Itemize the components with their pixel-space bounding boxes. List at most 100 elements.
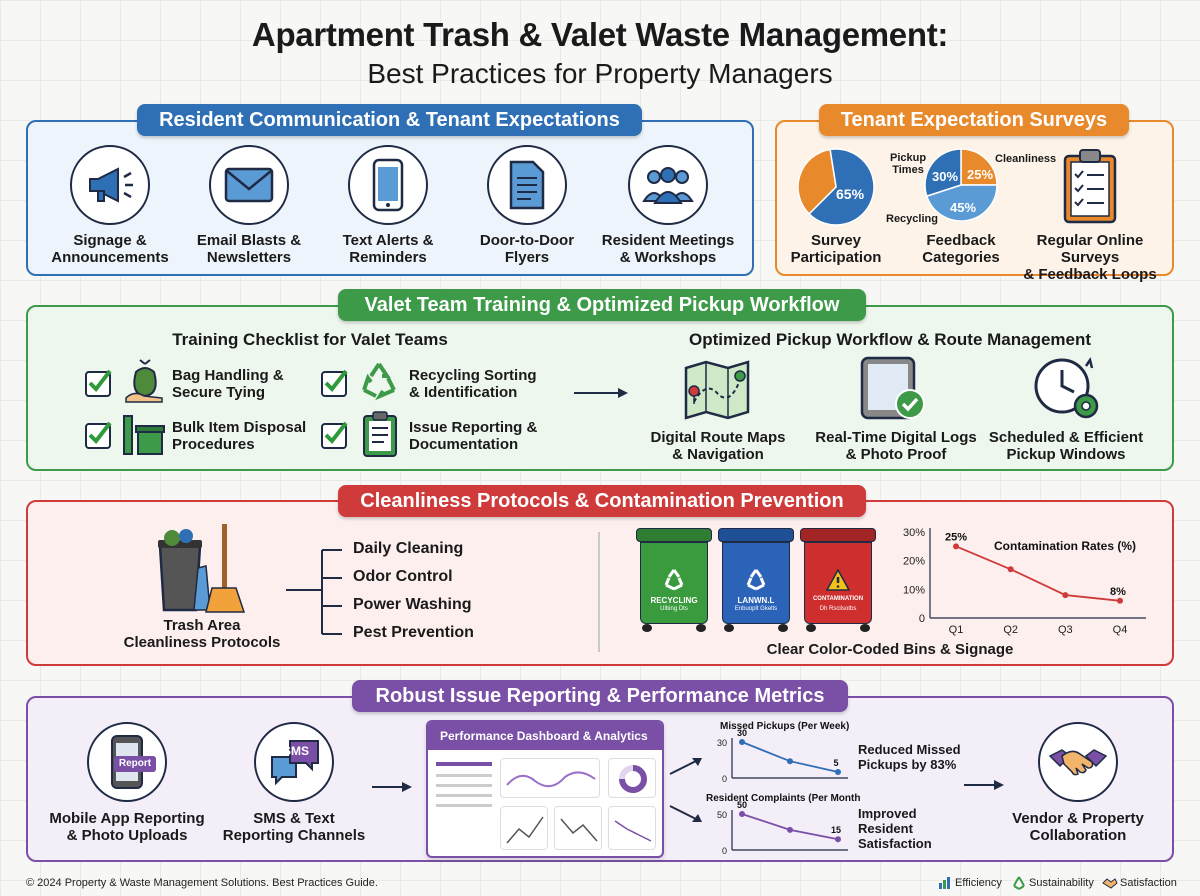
smartphone-icon <box>348 145 428 225</box>
y-tick-label: 30% <box>903 527 925 539</box>
cleanliness-panel <box>26 500 1174 666</box>
sms-badge: SMS <box>283 744 310 758</box>
checklist-bulk-label: Bulk Item Disposal Procedures <box>172 419 307 453</box>
clipboard-icon <box>362 410 398 458</box>
chart-title: Missed Pickups (Per Week) <box>720 721 849 732</box>
meetings-label: Resident Meetings & Workshops <box>601 232 735 266</box>
feedback-slice-cleanliness-name: Cleanliness <box>995 153 1057 165</box>
pie-slice <box>924 148 962 198</box>
data-point <box>1007 566 1014 573</box>
contamination-bin: CONTAMINATION Dh Rsclisotbs <box>800 528 876 632</box>
data-point <box>953 543 959 550</box>
warning-icon <box>825 568 851 592</box>
protocol-pest-prevention: Pest Prevention <box>353 624 474 641</box>
bin-subtext: Dh Rsclisotbs <box>819 606 857 612</box>
bulk-bin-icon <box>122 410 166 456</box>
copyright: © 2024 Property & Waste Management Solut… <box>26 877 378 889</box>
data-point <box>835 769 841 775</box>
area-label: Trash Area Cleanliness Protocols <box>123 617 281 651</box>
series-line <box>741 813 839 841</box>
envelope-icon <box>209 145 289 225</box>
x-tick-label: Q4 <box>1113 624 1128 636</box>
dashboard-donut-widget <box>608 758 656 798</box>
arrow-up-right-icon <box>668 756 704 776</box>
dashboard-mini-chart <box>500 806 548 850</box>
legend-satisfaction: Satisfaction <box>1120 877 1177 889</box>
y-tick-label: 30 <box>717 738 727 748</box>
data-point <box>1062 592 1069 599</box>
data-point <box>835 836 841 843</box>
online-surveys-label: Regular Online Surveys & Feedback Loops <box>1023 232 1157 283</box>
digital-logs-label: Real-Time Digital Logs & Photo Proof <box>815 429 977 463</box>
page-subtitle: Best Practices for Property Managers <box>367 58 833 89</box>
flyers-label: Door-to-Door Flyers <box>479 232 575 266</box>
clock-gear-icon <box>1032 356 1104 424</box>
participation-pie <box>797 148 875 226</box>
y-tick-label: 0 <box>722 846 727 856</box>
data-point <box>787 826 793 833</box>
checklist-issue-label: Issue Reporting & Documentation <box>409 419 538 453</box>
pickup-windows-label: Scheduled & Efficient Pickup Windows <box>988 429 1144 463</box>
recycle-icon <box>662 568 686 592</box>
chart-title: Contamination Rates (%) <box>994 539 1136 553</box>
protocol-daily-cleaning: Daily Cleaning <box>353 540 464 557</box>
protocol-power-washing: Power Washing <box>353 596 472 613</box>
bin-subtext: Ulbing Dts <box>660 606 688 612</box>
dashboard-window: Performance Dashboard & Analytics <box>426 720 664 858</box>
y-tick-label: 0 <box>722 774 727 784</box>
data-point <box>787 758 793 765</box>
communication-title: Resident Communication & Tenant Expectat… <box>137 104 642 136</box>
pie-slice <box>797 148 837 215</box>
data-point <box>739 811 745 817</box>
map-icon <box>682 358 752 422</box>
report-badge: Report <box>114 756 156 772</box>
megaphone-icon <box>70 145 150 225</box>
tablet-check-icon <box>860 356 926 422</box>
data-label: 15 <box>831 825 841 835</box>
arrow-down-right-icon <box>668 804 704 824</box>
trash-bag-icon <box>122 358 168 404</box>
recycle-icon <box>744 568 768 592</box>
bins-label: Clear Color-Coded Bins & Signage <box>766 641 1014 658</box>
series-line <box>741 741 839 773</box>
feedback-slice-pickup-name: Pickup Times <box>890 152 927 176</box>
bar-chart-icon <box>938 877 952 889</box>
protocol-bracket <box>286 546 346 642</box>
dashboard-wave-widget <box>500 758 600 798</box>
divider <box>598 532 600 652</box>
arrow-right-icon <box>370 780 414 794</box>
missed-note: Reduced Missed Pickups by 83% <box>858 742 961 772</box>
legend-efficiency: Efficiency <box>955 877 1002 889</box>
bin-text: CONTAMINATION <box>812 596 864 602</box>
valet-panel <box>26 305 1174 471</box>
cleanliness-title: Cleanliness Protocols & Contamination Pr… <box>338 485 866 517</box>
participation-percent: 65% <box>836 186 865 202</box>
clipboard-checklist-icon <box>1062 148 1118 226</box>
check-icon <box>320 420 350 450</box>
mobile-reporting-label: Mobile App Reporting & Photo Uploads <box>49 810 205 844</box>
pie-slice <box>960 148 998 186</box>
email-label: Email Blasts & Newsletters <box>196 232 302 266</box>
feedback-slice-recycling-value: 45% <box>950 200 977 215</box>
feedback-slice-cleanliness-value: 25% <box>967 167 994 182</box>
bin-text: RECYCLING <box>650 596 698 605</box>
feedback-label: Feedback Categories <box>922 232 1000 266</box>
y-tick-label: 10% <box>903 584 925 596</box>
reporting-title: Robust Issue Reporting & Performance Met… <box>352 680 848 712</box>
checklist-title: Training Checklist for Valet Teams <box>172 330 448 349</box>
recycle-icon <box>358 360 400 402</box>
dashboard-mini-chart <box>608 806 656 850</box>
trash-can-broom-icon <box>156 522 248 614</box>
x-tick-label: Q2 <box>1003 624 1018 636</box>
pie-slice <box>925 184 998 222</box>
checklist-recycling-label: Recycling Sorting & Identification <box>409 367 537 401</box>
route-maps-label: Digital Route Maps & Navigation <box>650 429 786 463</box>
dashboard-mini-chart <box>554 806 602 850</box>
landfill-bin: LANWN.L Enbuoplt Gkelts <box>718 528 794 632</box>
data-label: 50 <box>737 800 747 810</box>
feedback-slice-pickup-value: 30% <box>932 169 959 184</box>
handshake-icon <box>1102 876 1118 890</box>
y-tick-label: 0 <box>919 613 925 625</box>
